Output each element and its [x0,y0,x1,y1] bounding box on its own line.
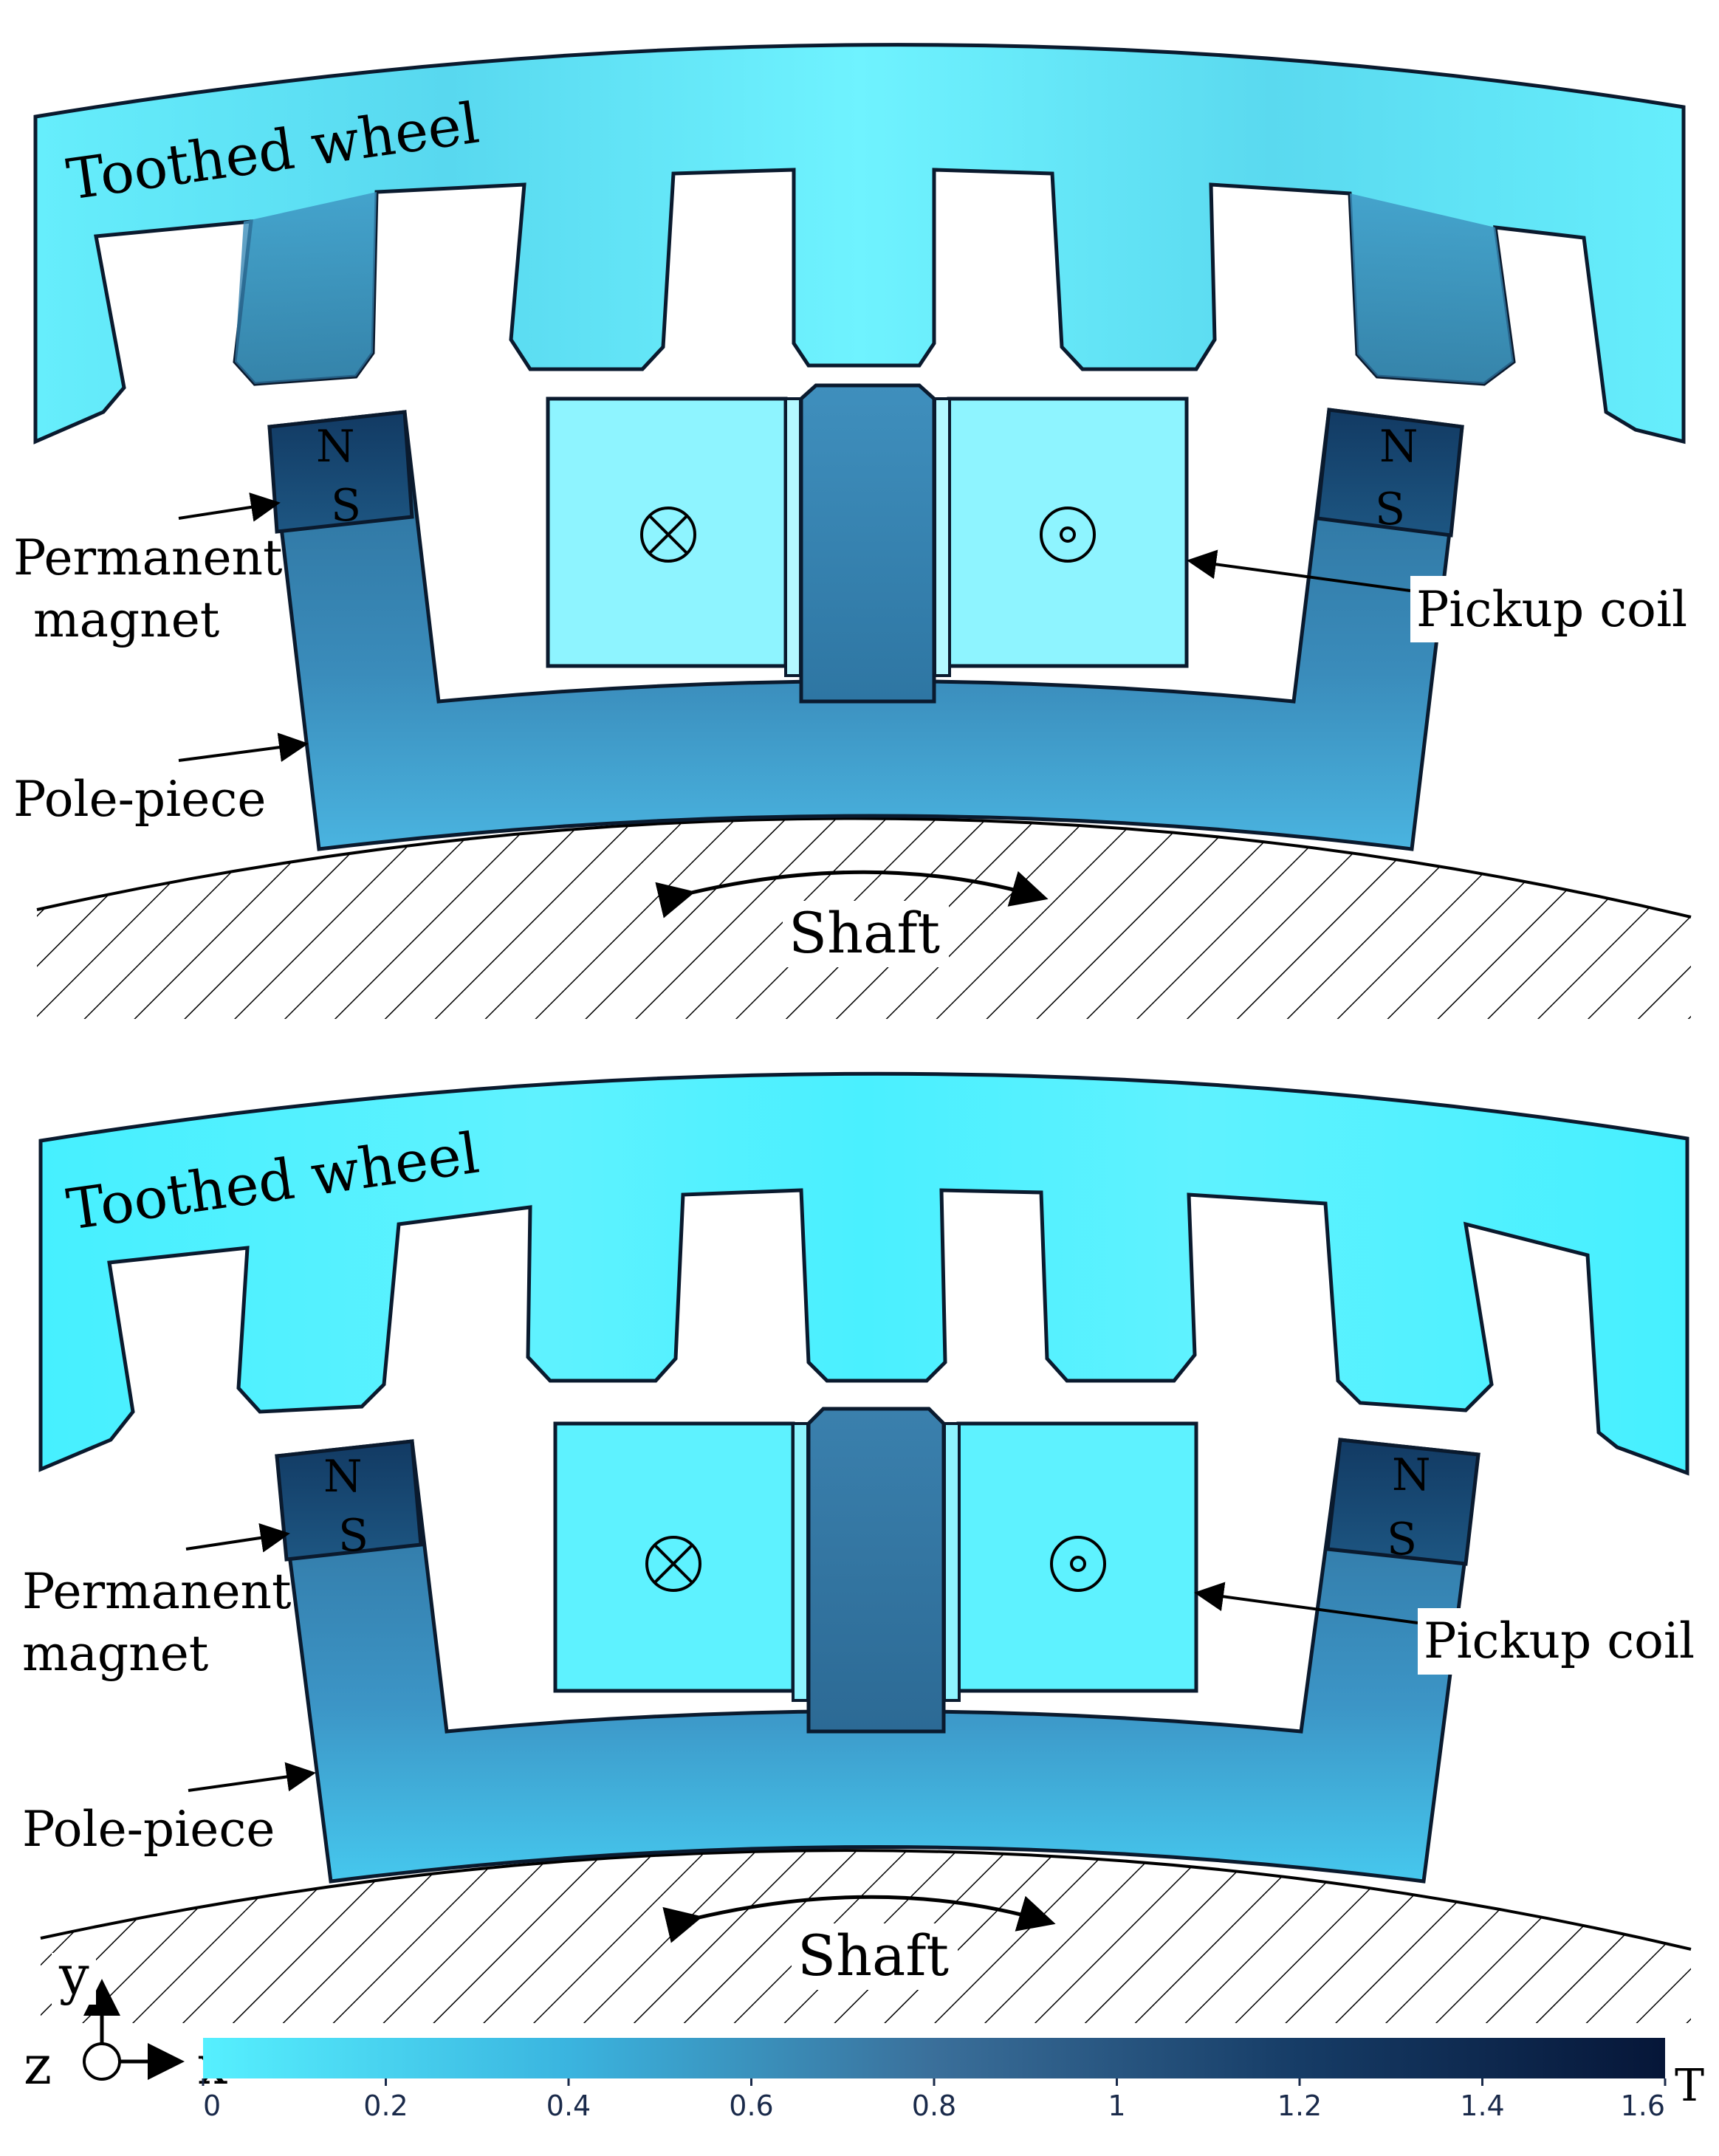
shaft-label: Shaft [797,1923,949,1988]
permanent-magnet-label-line1: Permanent [13,529,283,586]
colorbar: T 0 0.2 0.4 0.6 0.8 1 1.2 1.4 1.6 [202,2038,1704,2122]
pole-piece [275,1438,1480,1884]
magnet-south-left: S [331,480,361,532]
magnet-south-left: S [338,1510,368,1562]
colorbar-tick-label: 1.4 [1460,2090,1504,2122]
current-out-of-page-icon [1050,1536,1106,1592]
current-into-page-icon [645,1536,701,1592]
coil-former-right [933,397,951,677]
permanent-magnet-label-line2: magnet [22,1625,208,1682]
axis-z-label: z [24,2034,52,2096]
panel-top: Toothed wheel N S N S Permanent magnet P… [13,43,1698,1019]
current-into-page-icon [640,507,696,563]
colorbar-tick-label: 1.6 [1621,2090,1665,2122]
permanent-magnet-label-line2: magnet [33,591,219,648]
shaft-outline [40,1849,1692,1951]
colorbar-tick-label: 0.2 [363,2090,408,2122]
coil-former-left [784,397,802,677]
magnet-south-right: S [1375,484,1405,535]
pole-piece-pointer [188,1762,316,1792]
coil-former-left [792,1422,809,1702]
double-arrow-icon [655,870,1049,919]
colorbar-unit: T [1675,2060,1704,2112]
magnet-north-left: N [316,421,355,473]
magnet-north-right: N [1392,1449,1431,1501]
magnet-south-right: S [1387,1514,1417,1565]
shaft-outline [36,817,1692,919]
centre-post [806,1407,946,1734]
pickup-coil-label: Pickup coil [1416,581,1687,638]
colorbar-tick-label: 0.8 [912,2090,956,2122]
permanent-magnet-right [1315,408,1464,538]
coil-former-right [943,1422,961,1702]
axis-y-label: y [58,1944,89,2006]
colorbar-ticks: 0 0.2 0.4 0.6 0.8 1 1.2 1.4 1.6 [202,2078,1667,2122]
pickup-coil-right [947,396,1189,668]
colorbar-tick-label: 1.2 [1277,2090,1322,2122]
pickup-coil-pointer [1194,1582,1418,1624]
toothed-wheel [38,1071,1689,1476]
pole-piece-pointer [178,732,309,762]
magnet-north-right: N [1379,421,1418,473]
shaft-label: Shaft [789,900,940,966]
pole-piece-label: Pole-piece [13,771,266,828]
magnet-north-left: N [323,1451,363,1503]
pole-piece-label: Pole-piece [22,1801,275,1858]
colorbar-tick-label: 0 [203,2090,221,2122]
permanent-magnet-right [1325,1438,1480,1566]
colorbar-tick-label: 0.4 [546,2090,591,2122]
colorbar-gradient [203,2038,1665,2078]
tooth-flux-left [235,192,377,384]
centre-post [799,383,936,704]
colorbar-tick-label: 1 [1108,2090,1125,2122]
z-axis-icon [83,2042,121,2081]
permanent-magnet-label-line1: Permanent [22,1563,292,1620]
double-arrow-icon [662,1895,1056,1943]
panel-bottom: Toothed wheel N S N S Permanent magnet P… [22,1071,1706,2023]
pole-piece [267,408,1464,851]
axes-triad: y x z [24,1944,228,2096]
current-out-of-page-icon [1040,507,1096,563]
magnet-pointer [178,492,281,522]
pickup-coil-pointer [1187,549,1411,592]
colorbar-tick-label: 0.6 [729,2090,773,2122]
magnet-pointer [185,1522,290,1553]
tooth-flux-right [1350,193,1514,384]
pickup-coil-label: Pickup coil [1424,1613,1695,1669]
toothed-wheel [33,43,1686,444]
pickup-coil-left [553,1421,795,1693]
